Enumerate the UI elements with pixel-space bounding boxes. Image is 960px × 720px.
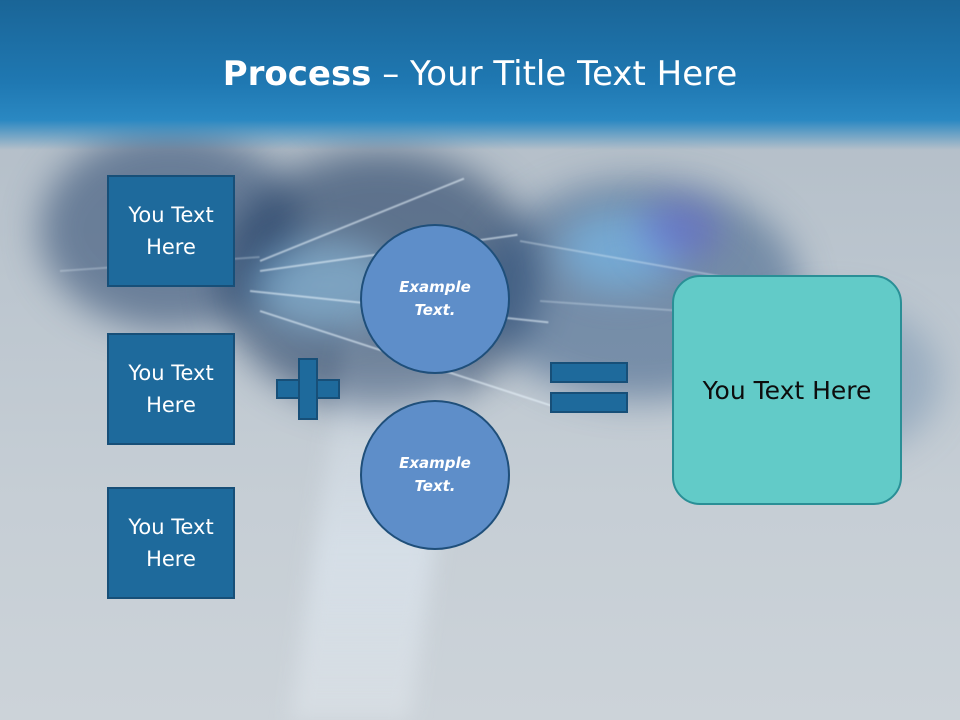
equals-icon [550, 362, 628, 414]
slide-title: Process – Your Title Text Here [0, 52, 960, 96]
text-box-3: You Text Here [107, 487, 235, 599]
title-rest: – Your Title Text Here [371, 54, 738, 94]
text-box-1: You Text Here [107, 175, 235, 287]
plus-icon [276, 358, 340, 420]
text-box-2: You Text Here [107, 333, 235, 445]
example-circle-2: Example Text. [360, 400, 510, 550]
header-band [0, 0, 960, 150]
title-bold: Process [222, 54, 372, 94]
result-box: You Text Here [672, 275, 902, 505]
example-circle-1: Example Text. [360, 224, 510, 374]
